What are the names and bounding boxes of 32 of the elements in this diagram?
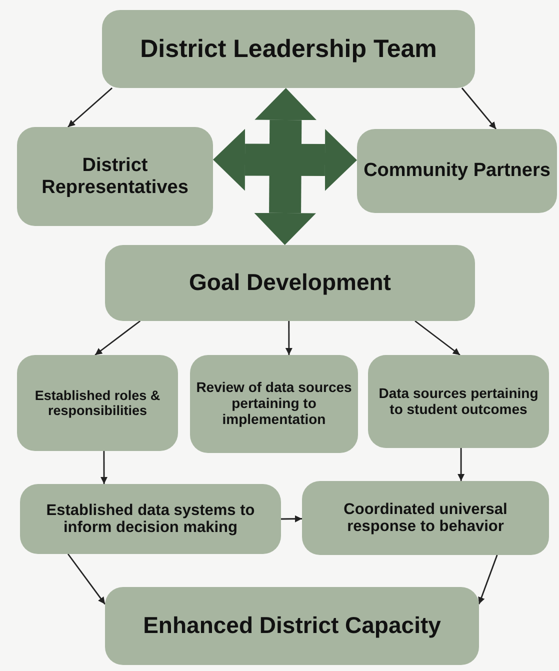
arrow [458, 448, 465, 481]
double-arrow [254, 88, 317, 245]
box-label: District Leadership Team [140, 35, 437, 63]
process-box [190, 355, 358, 453]
process-box [17, 355, 178, 451]
process-box [357, 129, 557, 213]
process-box [105, 245, 475, 321]
box-label: Goal Development [189, 270, 391, 296]
arrow [94, 320, 141, 356]
arrow [285, 321, 292, 355]
arrow [281, 515, 302, 522]
box-label: Review of data sources pertaining to implementation [196, 380, 352, 428]
process-box [102, 10, 475, 88]
arrow [67, 554, 106, 605]
box-label: Data sources pertaining to student outcomes [378, 386, 540, 418]
box-label: District Representatives [40, 155, 190, 198]
arrow [414, 320, 460, 356]
process-box [368, 355, 549, 448]
box-label: Established roles & responsibilities [34, 388, 162, 418]
arrow [100, 451, 108, 484]
box-label: Established data systems to inform decision making [45, 502, 256, 536]
process-box [302, 481, 549, 555]
arrow [478, 554, 498, 604]
process-box [17, 127, 213, 226]
double-arrow [213, 128, 357, 191]
box-label: Coordinated universal response to behavior [342, 500, 508, 536]
box-label: Community Partners [364, 160, 550, 182]
process-box [105, 587, 479, 665]
process-box [20, 484, 281, 554]
box-label: Enhanced District Capacity [143, 613, 441, 639]
arrow [68, 87, 113, 128]
arrow [461, 88, 497, 130]
